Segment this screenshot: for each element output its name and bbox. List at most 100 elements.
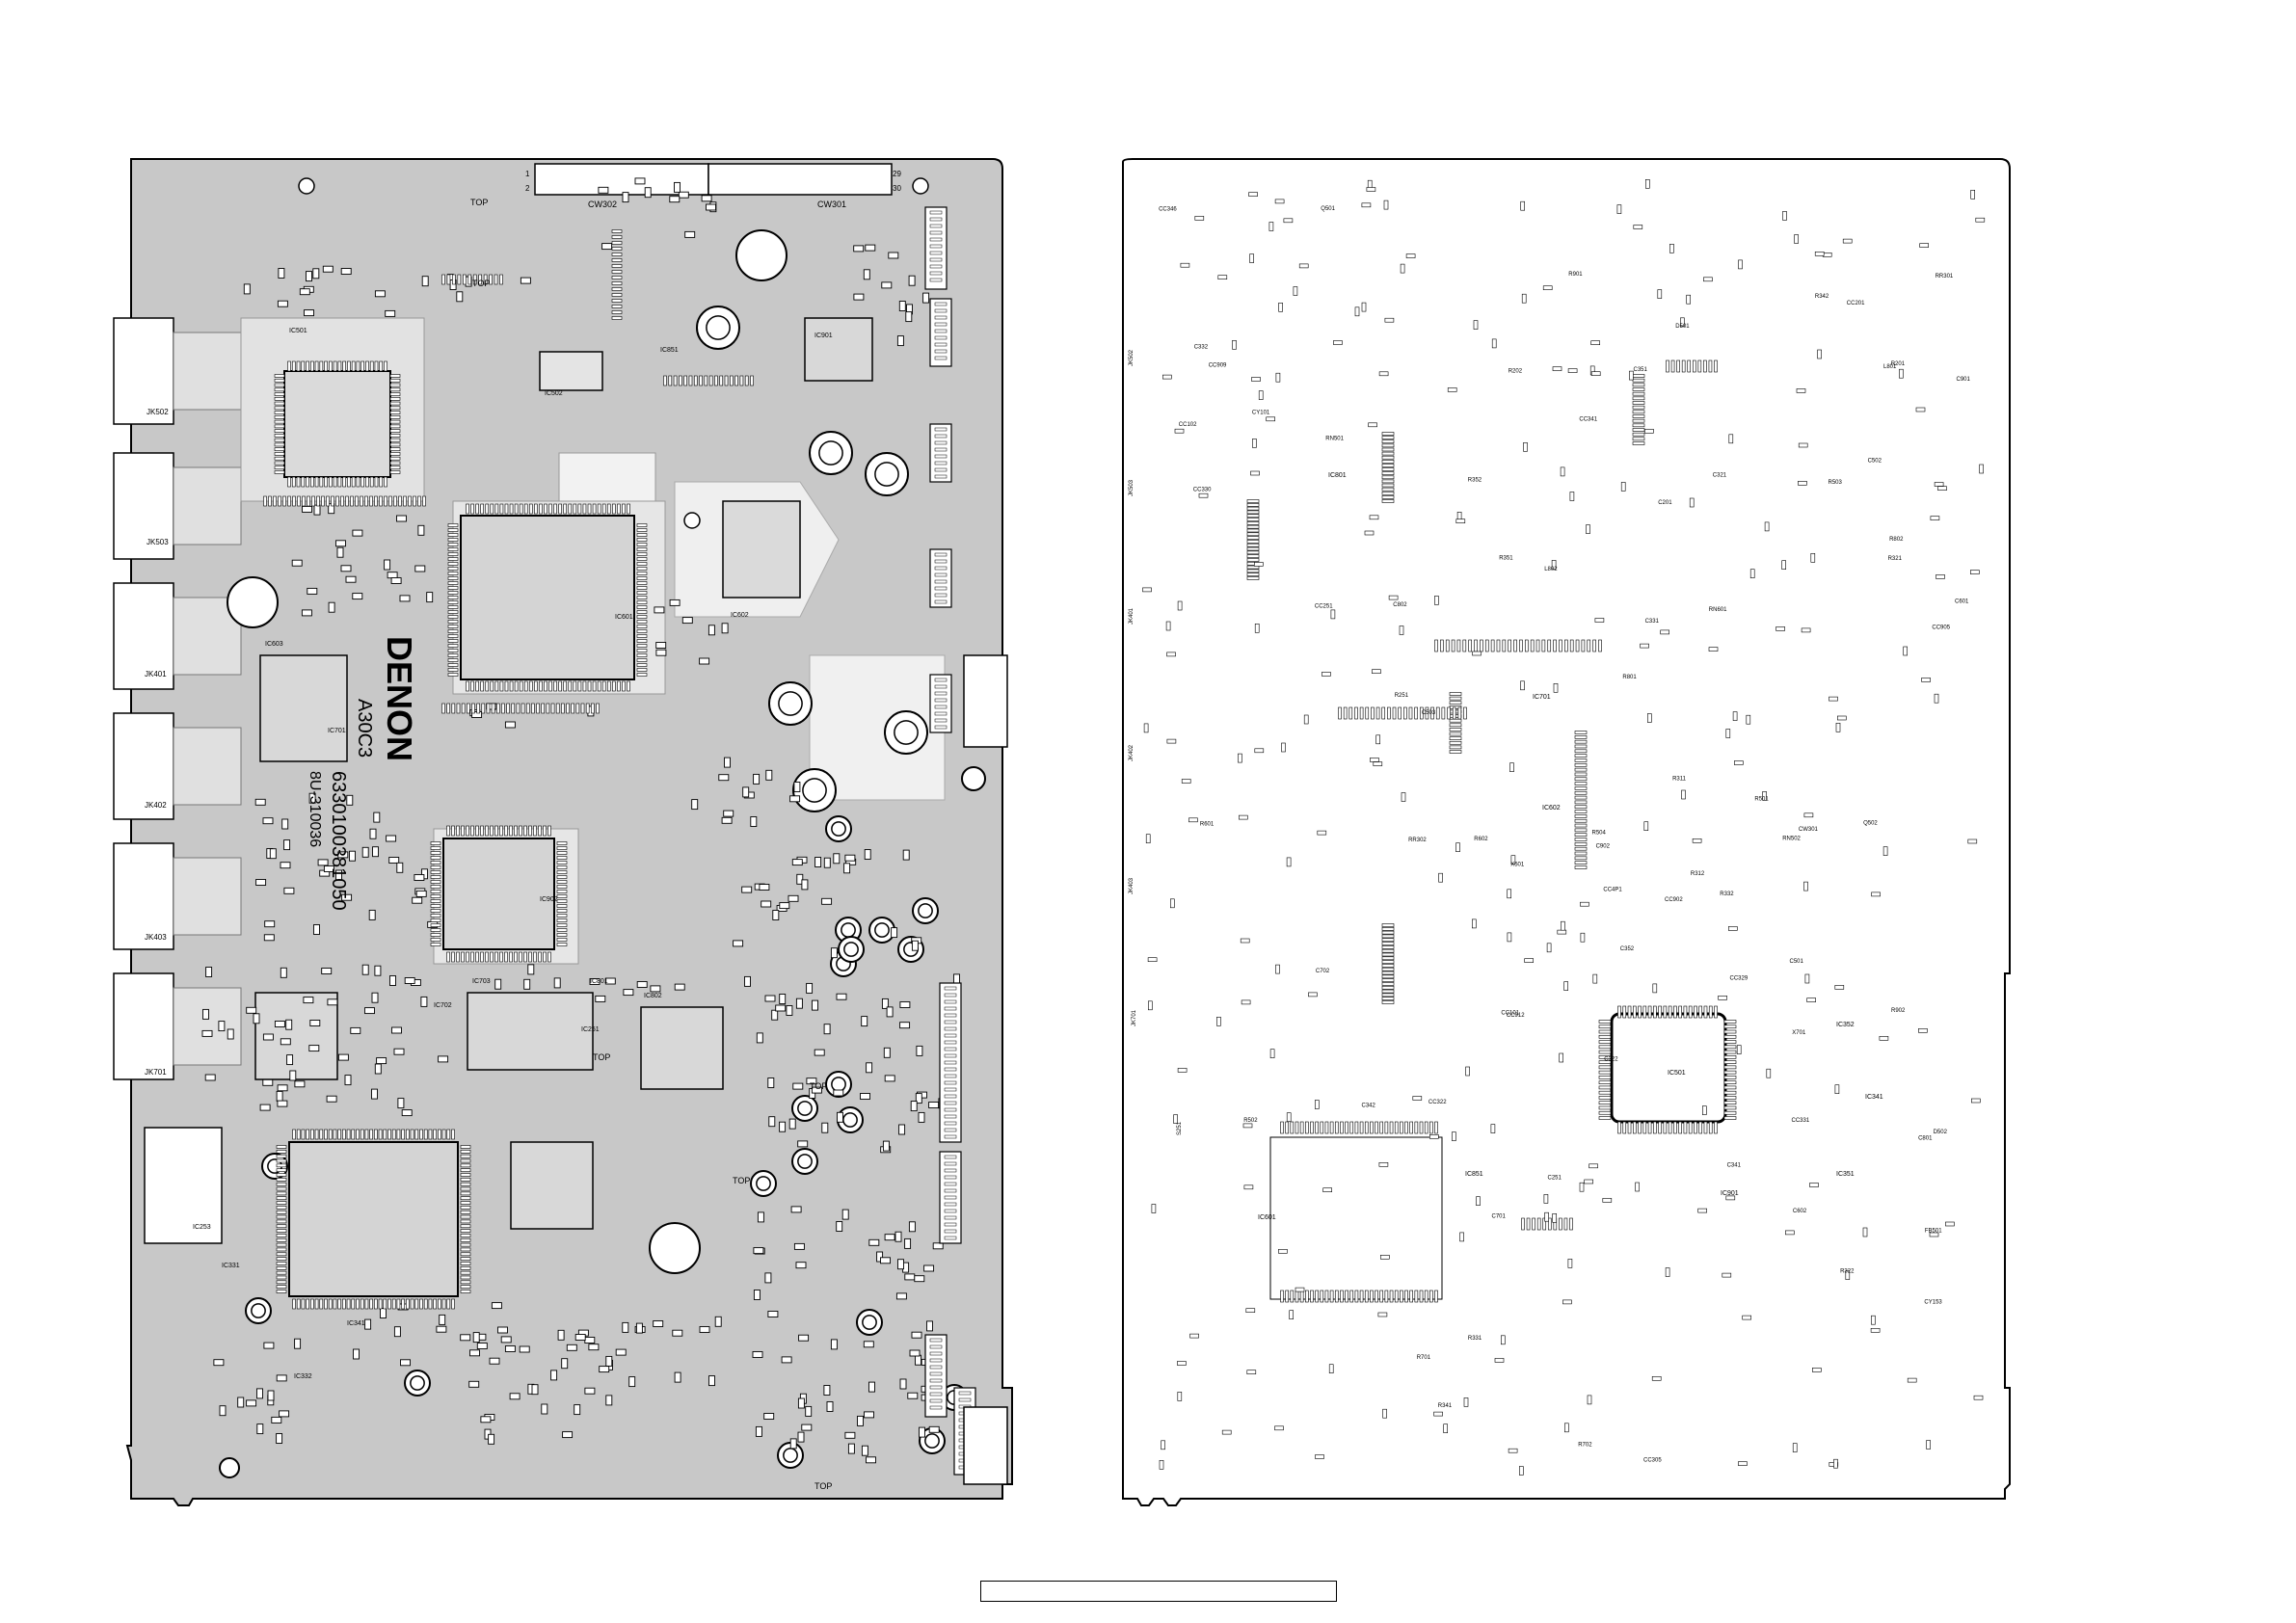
back-pad: [1387, 706, 1391, 720]
smd-component: [923, 1264, 935, 1272]
ic-pin: [276, 1257, 287, 1261]
ic-pin: [333, 1129, 337, 1140]
smd-component: [389, 975, 396, 986]
connector-pin: [934, 593, 948, 598]
back-pad: [1926, 1440, 1931, 1450]
ic-pin: [333, 360, 337, 372]
back-component-label: C342: [1362, 1104, 1376, 1109]
smd-component: [280, 967, 287, 978]
connector-pin: [934, 599, 948, 604]
back-component-label: R701: [1417, 1355, 1431, 1361]
ic-pin: [573, 680, 577, 692]
smd-component: [860, 1093, 870, 1100]
ic-pin: [310, 360, 314, 372]
back-component-label: C902: [1596, 843, 1611, 849]
smd-component: [550, 1370, 558, 1381]
ic-pin: [460, 1191, 471, 1196]
connector-pin: [944, 986, 957, 991]
smd-component: [753, 1247, 764, 1255]
smd-component: [313, 924, 320, 935]
back-pad: [1642, 1121, 1647, 1134]
board-front-view: 29 30 1 2 CW302 CW301: [113, 158, 1013, 1506]
back-ic-label: IC801: [1328, 472, 1347, 479]
ic-pin: [612, 680, 616, 692]
back-pad: [1574, 767, 1588, 772]
back-pad: [1142, 587, 1152, 593]
back-component-label: D501: [1675, 324, 1690, 330]
ic-pin: [491, 703, 495, 714]
ic-pin: [296, 1129, 301, 1140]
connector-pin: [944, 1047, 957, 1051]
smd-component: [279, 1410, 290, 1418]
smd-component: [566, 1344, 577, 1351]
back-pad: [1663, 1005, 1668, 1019]
smd-component: [286, 1054, 294, 1066]
ic-pin: [596, 703, 600, 714]
back-pad: [1348, 706, 1353, 720]
smd-component: [669, 599, 681, 606]
back-pad: [1870, 1328, 1881, 1333]
smd-component: [303, 997, 314, 1004]
back-pad: [1688, 1005, 1693, 1019]
back-pad: [1354, 1290, 1359, 1303]
ic-pin: [499, 951, 503, 963]
back-pad: [1586, 524, 1590, 534]
ic-label: IC851: [660, 347, 679, 354]
ic-pin: [556, 870, 568, 874]
ic-pin: [543, 951, 547, 963]
smd-component: [866, 1062, 873, 1074]
ic-pin: [611, 293, 623, 297]
back-pad: [1736, 1045, 1742, 1054]
smd-component: [918, 1111, 925, 1123]
smd-component: [326, 1095, 337, 1103]
back-pad: [1638, 1121, 1642, 1134]
ic-pin: [356, 360, 360, 372]
smd-component: [653, 1320, 664, 1327]
back-pad: [1970, 570, 1980, 574]
ic-pin: [276, 1163, 287, 1168]
back-pad: [1246, 558, 1260, 562]
back-pad: [1381, 471, 1395, 475]
ic-pin: [636, 673, 648, 677]
smd-component: [622, 192, 629, 203]
ic-pin: [460, 1290, 471, 1293]
back-pad: [1510, 855, 1516, 865]
back-pad: [1239, 814, 1248, 820]
ic-pin: [387, 1298, 391, 1310]
smd-component: [789, 1438, 797, 1450]
back-pad: [1557, 929, 1567, 935]
ic-pin: [534, 680, 538, 692]
back-component-label: R322: [1840, 1269, 1855, 1275]
smd-component: [881, 281, 893, 289]
back-pad: [1434, 639, 1438, 652]
smd-component: [636, 981, 648, 988]
ic-pin: [331, 495, 334, 507]
back-pad: [1405, 253, 1416, 258]
back-pad: [1592, 973, 1598, 984]
ic-pin: [489, 274, 493, 285]
back-pad: [1587, 1395, 1592, 1405]
smd-component: [281, 818, 289, 830]
back-pad: [1412, 1096, 1423, 1101]
back-component-label: R602: [1474, 837, 1488, 842]
ic-label: IC253: [193, 1224, 211, 1231]
ic-pin: [447, 658, 459, 662]
jack-footprint: [173, 857, 242, 936]
ic-pin: [460, 1257, 471, 1261]
ic-pin: [636, 620, 648, 624]
back-pad: [1290, 1290, 1295, 1303]
back-pad: [1703, 277, 1713, 282]
back-pad: [1170, 898, 1175, 909]
smd-component: [277, 1100, 288, 1107]
back-pad: [1392, 706, 1397, 720]
ic-pin: [460, 1163, 471, 1168]
smd-component: [798, 1334, 810, 1342]
capacitor-inner: [778, 691, 803, 716]
back-pad: [1569, 1217, 1573, 1231]
back-component-label: R332: [1720, 891, 1734, 897]
capacitor-inner: [251, 1303, 266, 1318]
ic-pin: [546, 703, 550, 714]
ic-pin: [369, 495, 373, 507]
ic-pin: [461, 703, 466, 714]
connector-pin: [944, 1060, 957, 1065]
